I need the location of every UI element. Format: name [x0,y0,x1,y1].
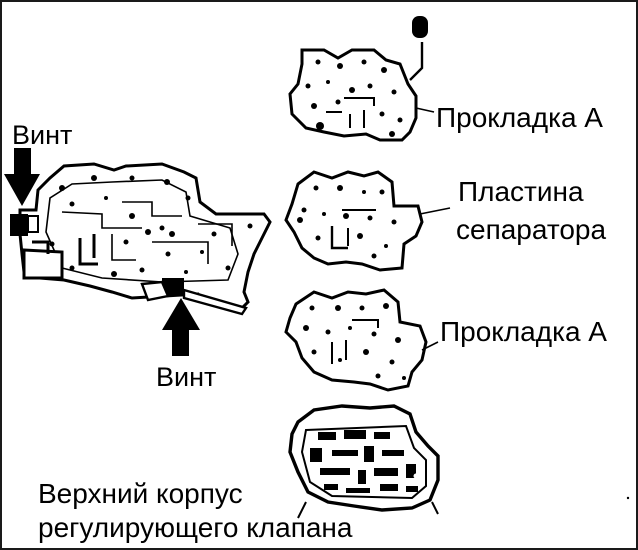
assembled-body-outline [18,162,272,310]
gasket-a-lower [284,288,439,392]
label-screw-left: Винт [12,120,73,150]
label-gasket-a-middle: Прокладка А [440,316,607,347]
upper-valve-body [288,404,440,519]
screw-left-head [10,214,28,236]
label-gasket-a-top: Прокладка А [436,102,603,133]
label-separator-plate-line2: сепаратора [456,214,607,245]
pin-knob [412,16,428,38]
screw-bottom-head [162,278,184,296]
gasket-a-top [288,16,435,142]
label-upper-body-line2: регулирующего клапана [38,512,353,543]
arrow-to-left-screw [4,148,40,206]
arrow-to-bottom-screw [162,298,200,356]
label-separator-plate-line1: Пластина [458,176,584,207]
label-upper-body-line1: Верхний корпус [38,478,243,509]
label-screw-bottom: Винт [156,362,217,392]
assembled-valve-body [10,162,272,316]
separator-plate [284,170,451,272]
